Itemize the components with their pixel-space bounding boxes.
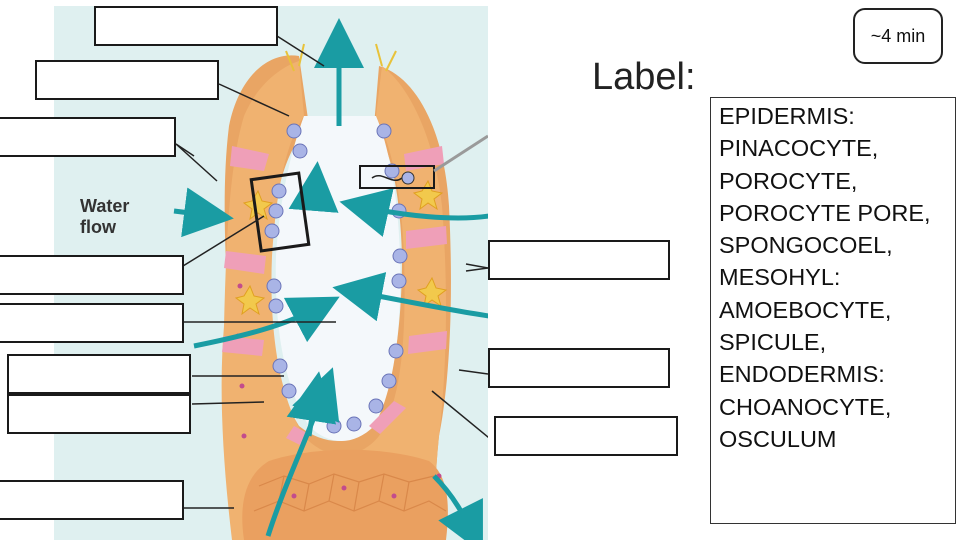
amoebocytes [234, 179, 448, 316]
choanocytes [264, 123, 408, 434]
sponge-illustration [54, 6, 495, 545]
water-flow-arrows [173, 18, 490, 545]
blank-label-box-9[interactable] [488, 240, 670, 280]
pointer-stick [433, 134, 489, 173]
timer-badge: ~4 min [853, 8, 943, 64]
blank-label-box-5[interactable] [0, 303, 184, 343]
word-bank: EPIDERMIS: PINACOCYTE, POROCYTE, POROCYT… [710, 97, 956, 524]
blank-label-box-7[interactable] [7, 394, 191, 434]
blank-label-box-10[interactable] [488, 348, 670, 388]
blank-label-box-2[interactable] [35, 60, 219, 100]
water-flow-line2: flow [80, 217, 116, 237]
label-heading: Label: [592, 56, 696, 98]
choanocyte-highlight-box [249, 171, 311, 253]
blank-label-box-8[interactable] [0, 480, 184, 520]
word-bank-item: MESOHYL: [719, 264, 841, 291]
pointer-lines [175, 35, 495, 509]
word-bank-item: AMOEBOCYTE, [719, 296, 892, 323]
word-bank-item: EPIDERMIS: [719, 103, 855, 129]
blank-label-box-3[interactable] [0, 117, 176, 157]
blank-label-box-6[interactable] [7, 354, 191, 394]
porocytes [222, 146, 447, 446]
zoom-box [359, 165, 435, 189]
word-bank-item: CHOANOCYTE, [719, 393, 892, 420]
word-bank-item: PINACOCYTE, [719, 135, 879, 162]
blank-label-box-11[interactable] [494, 416, 678, 456]
word-bank-item: ENDODERMIS: [719, 361, 885, 388]
word-bank-item: SPONGOCOEL, [719, 232, 893, 259]
blank-label-box-1[interactable] [94, 6, 278, 46]
word-bank-item: POROCYTE PORE, [719, 199, 931, 226]
word-bank-item: SPICULE, [719, 329, 827, 356]
word-bank-item: OSCULUM [719, 425, 837, 452]
water-flow-label: Water flow [80, 196, 129, 238]
sponge-diagram: Water flow [54, 6, 495, 545]
word-bank-item: POROCYTE, [719, 167, 858, 194]
spicules [285, 43, 397, 72]
blank-label-box-4[interactable] [0, 255, 184, 295]
water-flow-line1: Water [80, 196, 130, 216]
